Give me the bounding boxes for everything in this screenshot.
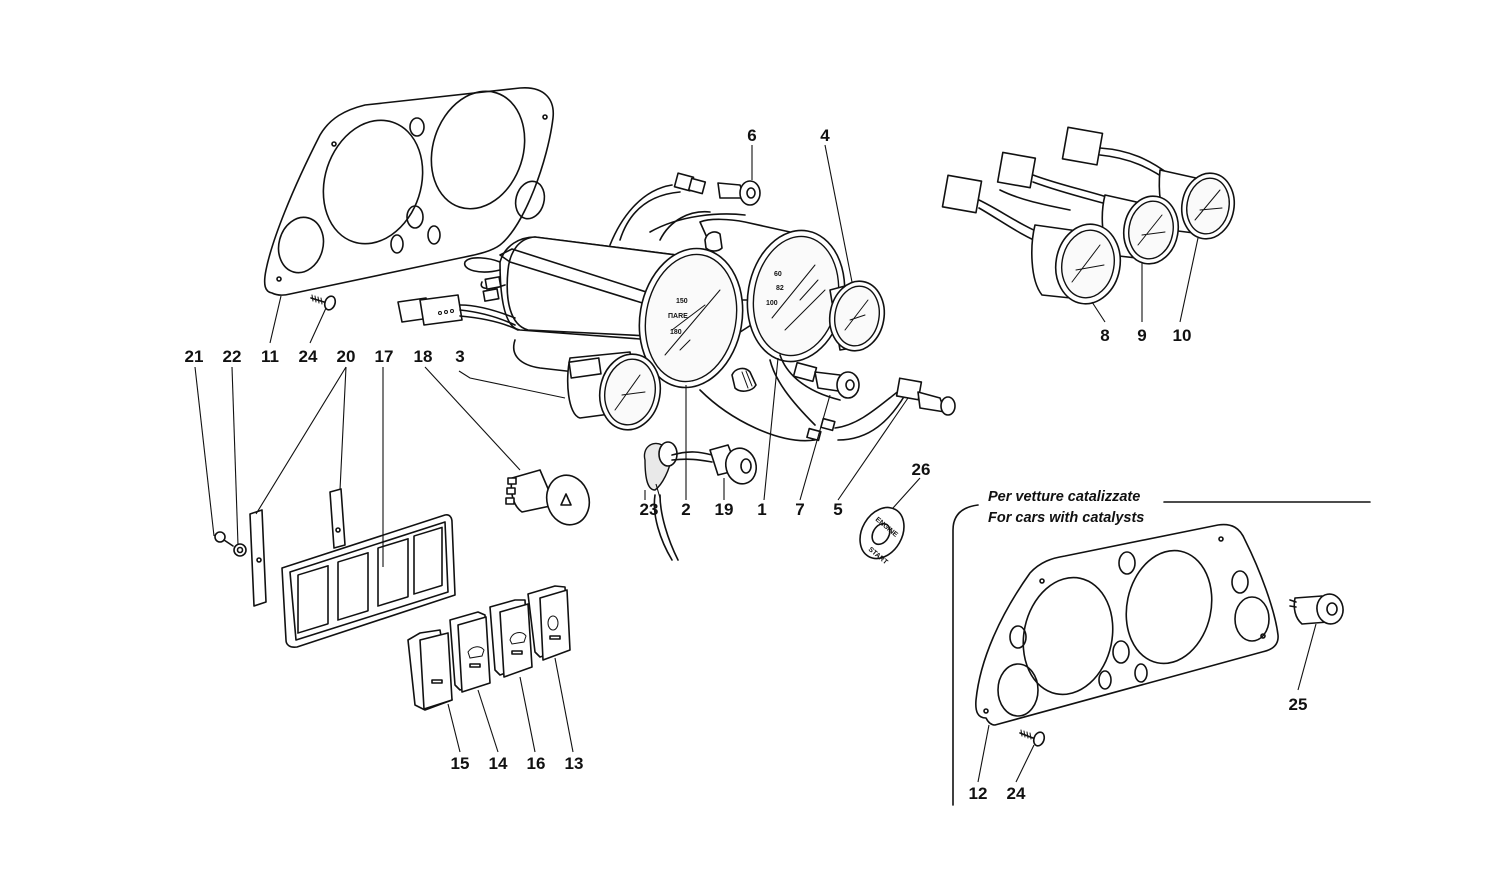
svg-text:150: 150 [676, 298, 688, 305]
wiring-harness-left [464, 257, 506, 302]
callout-4[interactable]: 4 [820, 126, 830, 145]
callout-26[interactable]: 26 [912, 460, 931, 479]
callout-20[interactable]: 20 [337, 347, 356, 366]
svg-text:60: 60 [774, 271, 782, 278]
callout-22[interactable]: 22 [223, 347, 242, 366]
switch-15[interactable] [407, 629, 453, 711]
screw-21[interactable] [214, 531, 234, 547]
callout-10[interactable]: 10 [1173, 326, 1192, 345]
svg-text:100: 100 [766, 300, 778, 307]
instrument-panel-plate-12[interactable] [975, 523, 1279, 726]
hazard-switch-18[interactable] [505, 469, 595, 530]
callout-23[interactable]: 23 [640, 500, 659, 519]
callout-6[interactable]: 6 [747, 126, 756, 145]
bracket-20-right[interactable] [329, 488, 346, 549]
sender-switch-5[interactable] [895, 377, 956, 416]
callout-21[interactable]: 21 [185, 347, 204, 366]
catalyst-note-italian: Per vetture catalizzate [988, 489, 1140, 505]
bulb-holder [731, 367, 757, 392]
screw-24-right[interactable] [1019, 729, 1046, 747]
gauge-4[interactable] [824, 277, 889, 355]
callout-12[interactable]: 12 [969, 784, 988, 803]
callout-15[interactable]: 15 [451, 754, 470, 773]
catalyst-note-english: For cars with catalysts [988, 510, 1144, 526]
callout-16[interactable]: 16 [527, 754, 546, 773]
warning-lamp-7[interactable] [792, 361, 860, 399]
switch-frame-17[interactable] [281, 514, 456, 648]
callout-1[interactable]: 1 [757, 500, 766, 519]
engine-start-washer-26[interactable]: ENGINE START [851, 500, 913, 567]
nut-22[interactable] [233, 543, 247, 557]
instrument-panel-plate-11[interactable] [263, 79, 554, 296]
gauge-3[interactable] [513, 339, 666, 435]
callout-5[interactable]: 5 [833, 500, 842, 519]
switch-14-rear-wiper[interactable] [449, 611, 491, 693]
switch-16-rear-defrost[interactable] [489, 599, 533, 678]
callout-18[interactable]: 18 [414, 347, 433, 366]
svg-text:180: 180 [670, 329, 682, 336]
callout-25[interactable]: 25 [1289, 695, 1308, 714]
gauge-1[interactable]: 60 82 100 [737, 223, 854, 370]
screw-24-left[interactable] [310, 294, 337, 312]
callout-13[interactable]: 13 [565, 754, 584, 773]
wiring-harness-top [609, 172, 746, 252]
callout-9[interactable]: 9 [1137, 326, 1146, 345]
catalyst-variant-frame [952, 501, 1371, 806]
multi-pin-connector[interactable] [397, 294, 519, 331]
gauge-8[interactable] [941, 174, 1126, 309]
lamp-19[interactable] [671, 444, 760, 488]
callout-14[interactable]: 14 [489, 754, 508, 773]
gauge-2[interactable]: 150 ПАRЕ 180 [629, 240, 754, 396]
switch-13-fog-light[interactable] [527, 585, 571, 661]
callout-2[interactable]: 2 [681, 500, 690, 519]
callout-19[interactable]: 19 [715, 500, 734, 519]
callout-24-left[interactable]: 24 [299, 347, 318, 366]
callout-24-right[interactable]: 24 [1007, 784, 1026, 803]
callout-3[interactable]: 3 [455, 347, 464, 366]
callouts: 6 4 21 22 11 24 20 17 18 3 8 9 10 23 2 1… [185, 126, 1308, 803]
svg-text:ПАRЕ: ПАRЕ [668, 313, 688, 320]
lamp-25[interactable] [1289, 592, 1345, 626]
bracket-20-left[interactable] [249, 509, 267, 607]
warning-lamp-6[interactable] [717, 180, 761, 206]
callout-17[interactable]: 17 [375, 347, 394, 366]
callout-7[interactable]: 7 [795, 500, 804, 519]
callout-11[interactable]: 11 [261, 347, 279, 366]
leader-lines [194, 144, 1317, 783]
svg-text:82: 82 [776, 285, 784, 292]
callout-8[interactable]: 8 [1100, 326, 1109, 345]
